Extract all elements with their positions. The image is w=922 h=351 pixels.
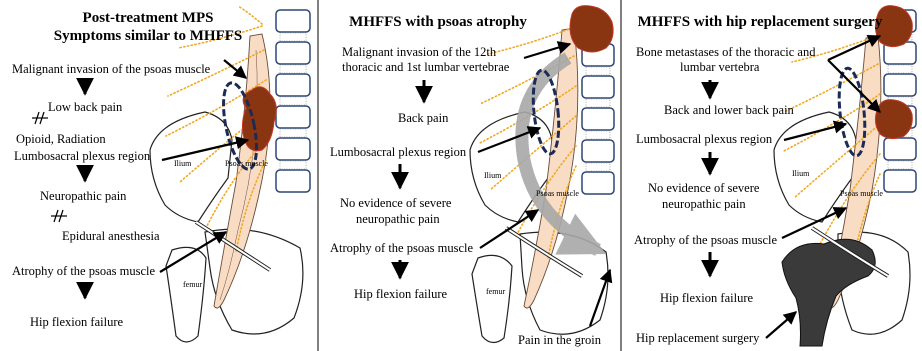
step-pain-in-groin: Pain in the groin bbox=[518, 333, 602, 347]
vertebra bbox=[884, 138, 916, 160]
step-malignant-invasion-vertebrae-line-1: Malignant invasion of the 12th bbox=[342, 45, 497, 59]
ilium-label: Ilium bbox=[792, 169, 810, 178]
femur-bone bbox=[472, 255, 512, 342]
step-back-lower-back-pain: Back and lower back pain bbox=[664, 103, 795, 117]
ilium-label: Ilium bbox=[484, 171, 502, 180]
step-opioid-radiation: Opioid, Radiation bbox=[16, 132, 106, 146]
step-neuropathic-pain: Neuropathic pain bbox=[40, 189, 127, 203]
panel-3-title: MHFFS with hip replacement surgery bbox=[638, 14, 883, 30]
step-psoas-atrophy: Atrophy of the psoas muscle bbox=[12, 264, 155, 278]
ilium-label: Ilium bbox=[174, 159, 192, 168]
vertebra bbox=[276, 170, 310, 192]
step-hip-flexion-failure: Hip flexion failure bbox=[30, 315, 123, 329]
hip-replacement-implant bbox=[782, 239, 875, 346]
step-lumbosacral-plexus: Lumbosacral plexus region bbox=[330, 145, 467, 159]
vertebra-column bbox=[276, 10, 310, 192]
tumor-vertebra bbox=[570, 6, 613, 52]
step-hip-flexion-failure: Hip flexion failure bbox=[660, 291, 753, 305]
psoas-label: Psoas muscle bbox=[225, 159, 268, 168]
step-no-severe-neuropathic-line-1: No evidence of severe bbox=[648, 181, 760, 195]
panel-3-flow: MHFFS with hip replacement surgery Bone … bbox=[634, 14, 883, 345]
step-epidural-anesthesia: Epidural anesthesia bbox=[62, 229, 160, 243]
panel-1: Ilium Psoas muscle femur Post-treatment … bbox=[12, 6, 310, 342]
step-no-severe-neuropathic-line-2: neuropathic pain bbox=[356, 212, 440, 226]
inhibition-mark bbox=[51, 210, 67, 222]
pointer-arrow bbox=[590, 270, 610, 326]
femur-label: femur bbox=[183, 280, 202, 289]
pointer-arrow bbox=[782, 208, 846, 238]
step-no-severe-neuropathic-line-1: No evidence of severe bbox=[340, 196, 452, 210]
vertebra-column bbox=[582, 44, 614, 194]
vertebra bbox=[276, 74, 310, 96]
pointer-arrow bbox=[162, 140, 248, 160]
step-bone-metastases-line-1: Bone metastases of the thoracic and bbox=[636, 45, 816, 59]
step-hip-flexion-failure: Hip flexion failure bbox=[354, 287, 447, 301]
panel-2-title: MHFFS with psoas atrophy bbox=[349, 14, 527, 30]
vertebra bbox=[582, 172, 614, 194]
panel-2: Ilium Psoas muscle femur MHFFS with psoa… bbox=[330, 6, 614, 347]
psoas-label: Psoas muscle bbox=[536, 189, 579, 198]
bone-metastasis-lower bbox=[875, 100, 912, 139]
ilium-bone bbox=[774, 112, 856, 222]
step-no-severe-neuropathic-line-2: neuropathic pain bbox=[662, 197, 746, 211]
step-psoas-atrophy: Atrophy of the psoas muscle bbox=[330, 241, 473, 255]
psoas-label: Psoas muscle bbox=[840, 189, 883, 198]
step-low-back-pain: Low back pain bbox=[48, 100, 123, 114]
panel-3: Ilium Psoas muscle MHFFS with hip replac… bbox=[634, 6, 916, 346]
pointer-arrow bbox=[224, 60, 246, 78]
step-lumbosacral-plexus: Lumbosacral plexus region bbox=[636, 132, 773, 146]
pointer-arrow bbox=[784, 124, 846, 140]
femur-label: femur bbox=[486, 287, 505, 296]
step-malignant-invasion-psoas: Malignant invasion of the psoas muscle bbox=[12, 62, 211, 76]
step-lumbosacral-plexus: Lumbosacral plexus region bbox=[14, 149, 151, 163]
vertebra bbox=[276, 10, 310, 32]
pointer-arrow bbox=[160, 232, 226, 272]
step-back-pain: Back pain bbox=[398, 111, 449, 125]
panel-1-title-line-1: Post-treatment MPS bbox=[83, 10, 214, 26]
inhibition-mark bbox=[32, 112, 48, 124]
vertebra bbox=[884, 74, 916, 96]
step-bone-metastases-line-2: lumbar vertebra bbox=[680, 60, 760, 74]
step-malignant-invasion-vertebrae-line-2: thoracic and 1st lumbar vertebrae bbox=[342, 60, 510, 74]
step-hip-replacement-surgery: Hip replacement surgery bbox=[636, 331, 760, 345]
vertebra bbox=[884, 170, 916, 192]
step-psoas-atrophy: Atrophy of the psoas muscle bbox=[634, 233, 777, 247]
pointer-arrow bbox=[766, 312, 796, 338]
femur-bone bbox=[166, 247, 206, 342]
vertebra bbox=[276, 138, 310, 160]
vertebra bbox=[582, 108, 614, 130]
panel-1-title-line-2: Symptoms similar to MHFFS bbox=[54, 28, 242, 44]
vertebra bbox=[276, 42, 310, 64]
vertebra bbox=[582, 140, 614, 162]
vertebra bbox=[276, 106, 310, 128]
panel-1-anatomy: Ilium Psoas muscle femur bbox=[150, 6, 310, 342]
vertebra bbox=[582, 76, 614, 98]
